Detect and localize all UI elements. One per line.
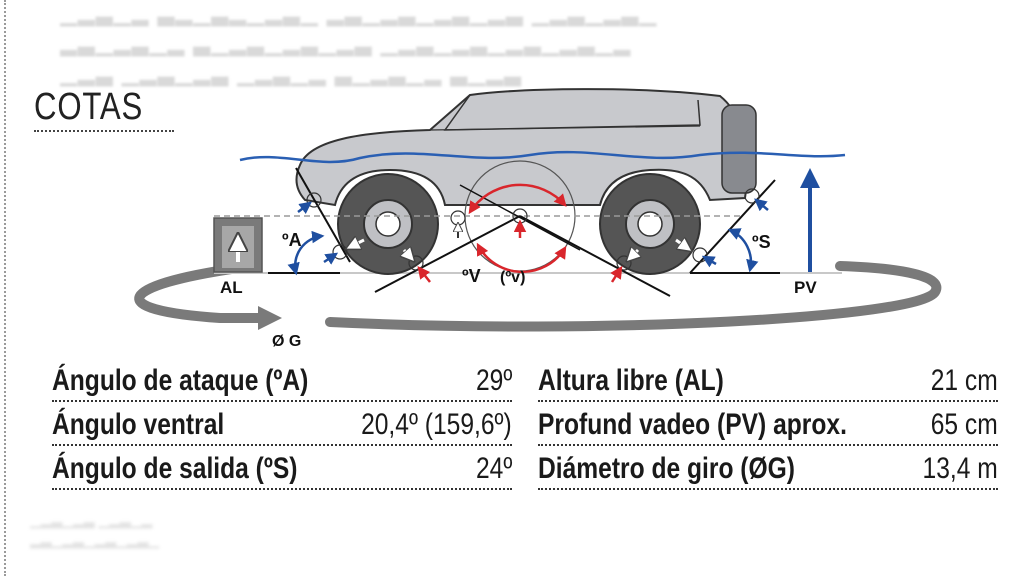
background-bleed-through: ▁▂▃▁▂ ▃▂▁▃▂▁▂▃▁ ▂▃▁▂▃▁▂▃▁▂▃ ▁▂▃▁▂▃▁ ▂▃▁▂… <box>60 2 658 87</box>
section-title: COTAS <box>34 86 144 128</box>
spec-value: 20,4º (159,6º) <box>361 408 512 441</box>
label-turning-diameter: Ø G <box>272 333 301 350</box>
ventral-angle-lines <box>374 183 671 297</box>
spec-row: Ángulo ventral 20,4º (159,6º) <box>52 402 512 446</box>
spec-row: Ángulo de salida (ºS) 24º <box>52 446 512 490</box>
vehicle-dimensions-diagram: AL ºA ºV (ºv) ºS PV Ø G <box>134 88 942 350</box>
section-title-underline <box>34 130 174 132</box>
contact-point-arrows <box>297 188 769 283</box>
label-pv: PV <box>794 278 817 297</box>
spec-row: Ángulo de ataque (ºA) 29º <box>52 358 512 402</box>
label-approach: ºA <box>282 230 302 250</box>
spec-table-right: Altura libre (AL) 21 cm Profund vadeo (P… <box>538 358 998 490</box>
spec-label: Ángulo de salida (ºS) <box>52 452 298 485</box>
spec-label: Profund vadeo (PV) aprox. <box>538 408 847 441</box>
label-ventral-inner: (ºv) <box>500 269 525 286</box>
approach-angle-lines <box>268 167 351 276</box>
label-departure: ºS <box>752 232 771 252</box>
spec-value: 65 cm <box>931 408 998 441</box>
spec-value: 24º <box>475 452 512 485</box>
spec-label: Ángulo de ataque (ºA) <box>52 364 309 397</box>
label-al: AL <box>220 278 243 297</box>
background-bleed-through-bottom: ▁▂▃▁▂▃ ▁▂▃▁▂ ▂▃▁▂▃▁▂▃▁▂▃▁ <box>30 512 160 548</box>
spec-value: 29º <box>475 364 512 397</box>
spec-label: Diámetro de giro (ØG) <box>538 452 795 485</box>
spec-row: Altura libre (AL) 21 cm <box>538 358 998 402</box>
al-indicator <box>213 217 263 273</box>
spec-table-left: Ángulo de ataque (ºA) 29º Ángulo ventral… <box>52 358 512 490</box>
label-ventral: ºV <box>462 266 481 286</box>
page-border-dotted <box>4 0 6 576</box>
spec-row: Profund vadeo (PV) aprox. 65 cm <box>538 402 998 446</box>
spec-value: 21 cm <box>931 364 998 397</box>
spec-label: Altura libre (AL) <box>538 364 724 397</box>
spec-label: Ángulo ventral <box>52 408 225 441</box>
spec-value: 13,4 m <box>922 452 998 485</box>
water-line <box>239 150 846 164</box>
turning-circle <box>134 261 942 332</box>
spec-row: Diámetro de giro (ØG) 13,4 m <box>538 446 998 490</box>
